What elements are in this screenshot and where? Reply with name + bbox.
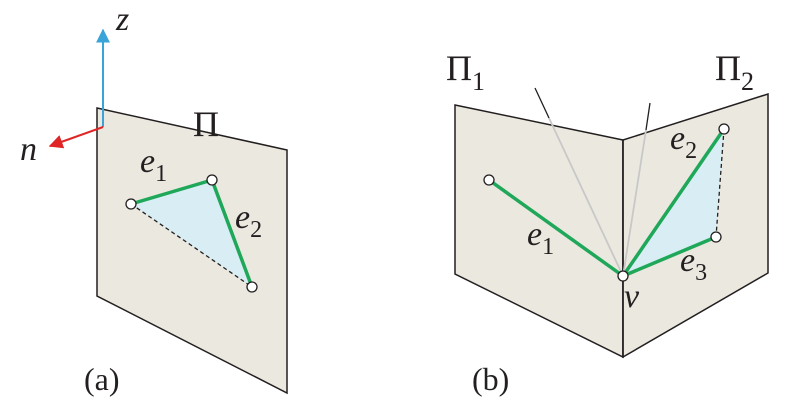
- plane-label-base: Π: [446, 48, 472, 88]
- edge-e2: [621, 128, 726, 277]
- vertex: [718, 123, 730, 135]
- plane-label: Π: [193, 104, 219, 144]
- ray-1: [548, 117, 624, 277]
- normal-arrow: [48, 126, 104, 149]
- edge-label-e1: e1: [140, 143, 167, 187]
- vertex: [125, 198, 137, 210]
- edge-label-base: e: [527, 216, 542, 253]
- edge-label-sub: 1: [542, 234, 554, 260]
- panel-a: z n Π e1 e2 (a): [20, 1, 288, 397]
- ray-2-outer: [645, 102, 651, 131]
- plane-label-pi-2: Π2: [715, 48, 754, 96]
- normal-label: n: [20, 131, 37, 168]
- z-axis-label: z: [115, 1, 129, 38]
- vertex: [710, 231, 722, 243]
- edge-label-sub: 1: [155, 161, 167, 187]
- edge-label-e2: e2: [235, 199, 262, 243]
- panel-caption-b: (b): [472, 361, 509, 397]
- edge-e2: [210, 179, 254, 288]
- edge-e3: [622, 235, 717, 278]
- plane-label-sub: 2: [741, 67, 754, 96]
- edge-label-e3: e3: [680, 242, 707, 286]
- edge-label-sub: 3: [695, 260, 707, 286]
- panel-b: Π1 Π2 e1 e2 e3 v (b): [446, 48, 769, 397]
- edge-label-e2: e2: [670, 120, 697, 164]
- vertex-v: [617, 270, 629, 282]
- plane-label-pi-1: Π1: [446, 48, 485, 96]
- vertex: [246, 281, 258, 293]
- vertex: [206, 174, 218, 186]
- vertex: [483, 174, 495, 186]
- edge-e1: [130, 178, 213, 206]
- edge-label-sub: 2: [685, 138, 697, 164]
- edge-label-base: e: [670, 120, 685, 157]
- ray-2: [622, 129, 647, 277]
- edge-label-base: e: [235, 199, 250, 236]
- vertex-label-v: v: [624, 278, 640, 315]
- edge-label-base: e: [140, 143, 155, 180]
- panel-caption-a: (a): [84, 361, 120, 397]
- dashed-edge: [130, 203, 253, 288]
- edge-label-base: e: [680, 242, 695, 279]
- ray-1-outer: [534, 87, 550, 119]
- plane-pi: [96, 107, 288, 395]
- plane-label-sub: 1: [472, 67, 485, 96]
- edge-e1: [487, 178, 625, 278]
- edge-label-sub: 2: [250, 217, 262, 243]
- edge-label-e1: e1: [527, 216, 554, 260]
- plane-label-base: Π: [715, 48, 741, 88]
